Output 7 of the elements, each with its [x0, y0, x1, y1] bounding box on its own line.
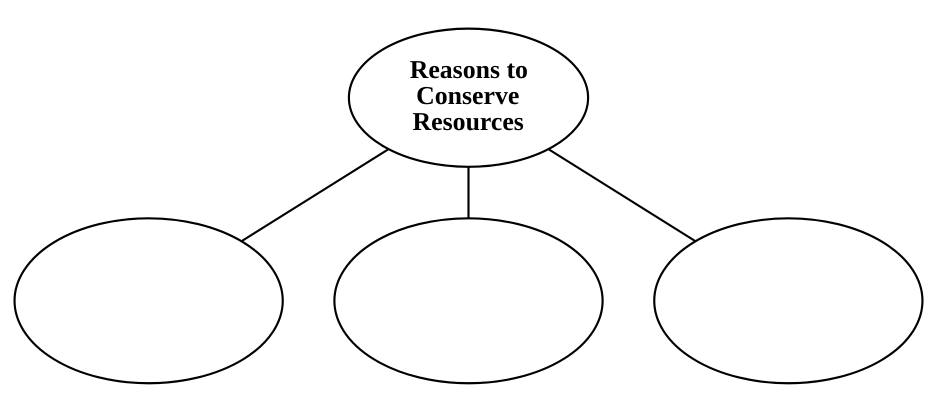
node-ellipse [333, 217, 604, 384]
node-ellipse [653, 217, 924, 384]
connector [467, 166, 470, 218]
node-ellipse [13, 217, 284, 384]
connector [548, 148, 696, 242]
connector [241, 148, 390, 242]
node-ellipse: Reasons to Conserve Resources [348, 28, 590, 168]
